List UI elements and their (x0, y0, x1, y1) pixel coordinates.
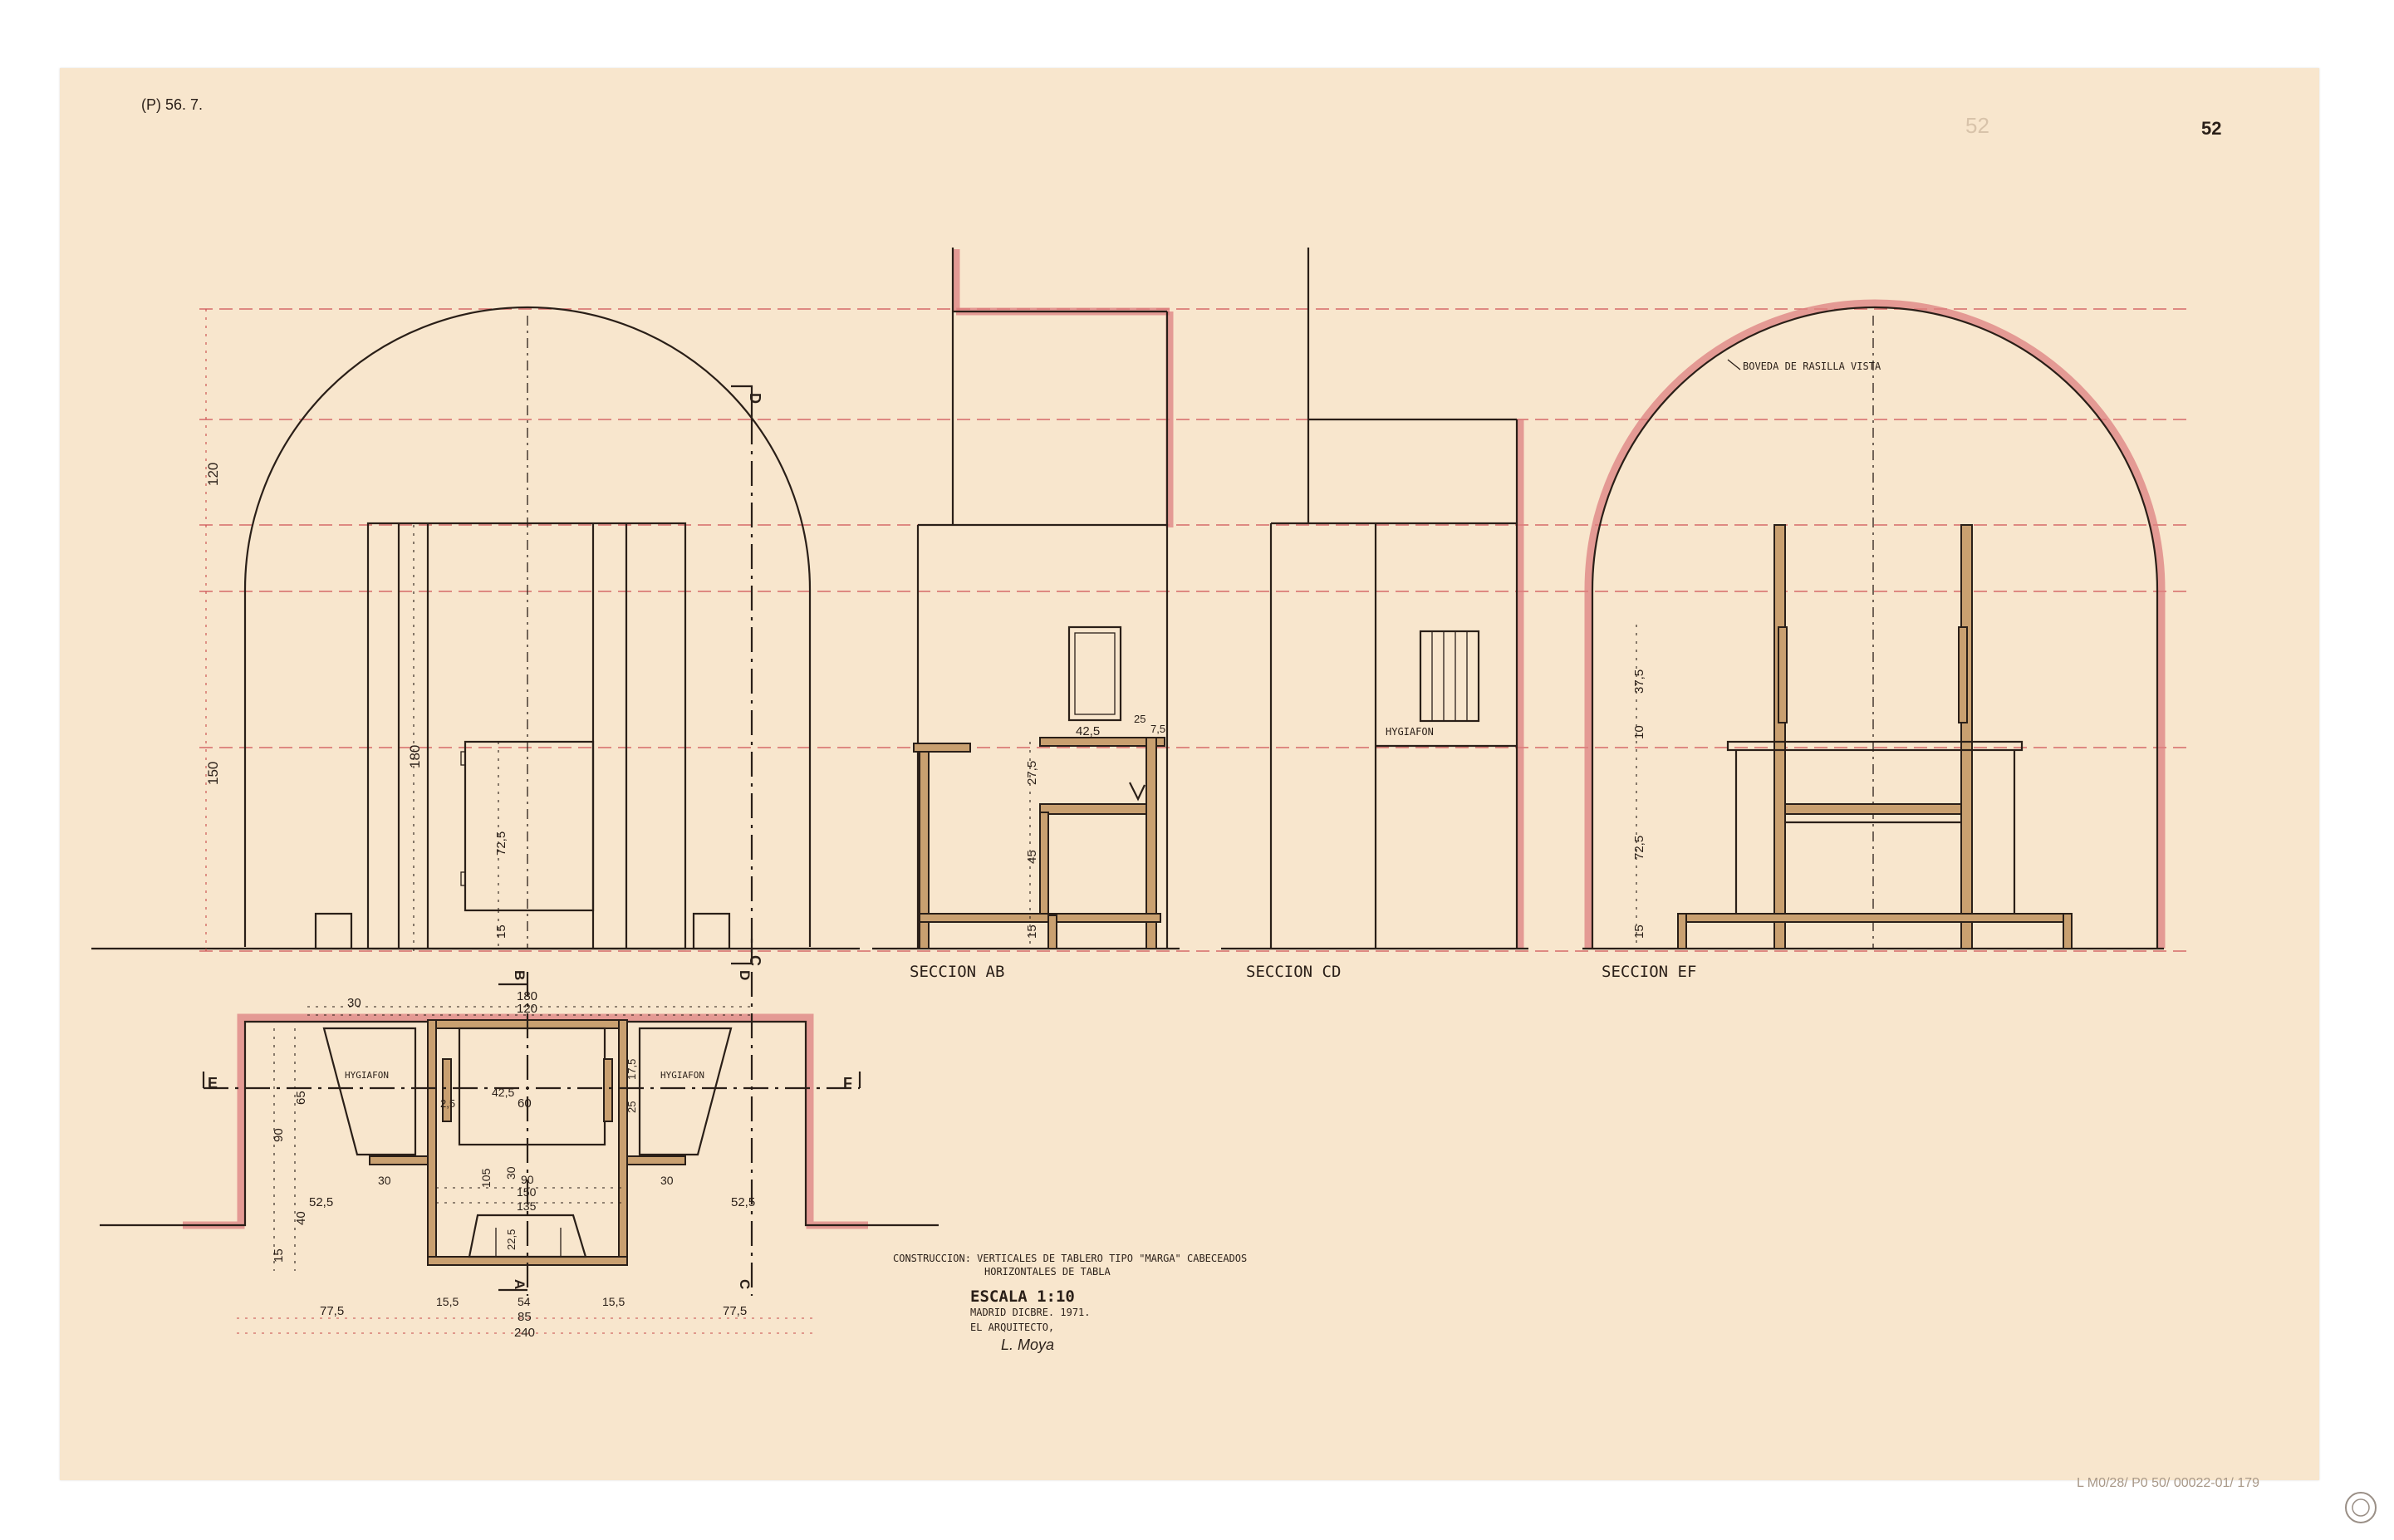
sheet-number: 52 (2201, 118, 2221, 139)
svg-text:77,5: 77,5 (723, 1304, 747, 1318)
svg-text:HYGIAFON: HYGIAFON (345, 1070, 389, 1081)
svg-text:27,5: 27,5 (1025, 761, 1039, 785)
svg-text:40: 40 (294, 1211, 308, 1225)
svg-text:150: 150 (517, 1185, 537, 1199)
svg-text:D: D (737, 970, 753, 980)
svg-text:120: 120 (205, 463, 221, 486)
archive-stamp: L M0/28/ P0 50/ 00022-01/ 179 (2077, 1476, 2259, 1490)
svg-text:180: 180 (517, 989, 537, 1003)
svg-text:42,5: 42,5 (1076, 724, 1100, 738)
construction-note-line1: CONSTRUCCION: VERTICALES DE TABLERO TIPO… (893, 1253, 1247, 1264)
svg-text:25: 25 (1134, 713, 1145, 725)
svg-text:37,5: 37,5 (1632, 669, 1646, 694)
architect-role: EL ARQUITECTO, (970, 1322, 1054, 1333)
svg-text:30: 30 (378, 1174, 391, 1187)
svg-text:45: 45 (1025, 850, 1039, 864)
svg-text:150: 150 (205, 762, 221, 785)
floor-plan: 30 180 120 65 90 60 42,5 2,5 17,5 25 105… (100, 970, 939, 1340)
section-ab-title: SECCION AB (910, 963, 1004, 981)
svg-text:72,5: 72,5 (1632, 836, 1646, 860)
pencil-note: (P) 56. 7. (141, 96, 203, 113)
svg-text:BOVEDA DE RASILLA VISTA: BOVEDA DE RASILLA VISTA (1743, 360, 1881, 372)
svg-text:B: B (512, 970, 527, 980)
section-ef: BOVEDA DE RASILLA VISTA 37,5 10 72,5 15 … (1582, 299, 2166, 981)
title-block: CONSTRUCCION: VERTICALES DE TABLERO TIPO… (893, 1253, 1247, 1353)
svg-text:15: 15 (1632, 924, 1646, 939)
archive-seal (2345, 1492, 2377, 1523)
svg-text:15: 15 (272, 1248, 286, 1263)
svg-text:180: 180 (407, 745, 423, 768)
svg-text:60: 60 (518, 1096, 532, 1111)
svg-text:240: 240 (514, 1326, 535, 1340)
section-cd-title: SECCION CD (1246, 963, 1341, 981)
svg-text:15: 15 (494, 924, 508, 939)
svg-text:15,5: 15,5 (602, 1295, 625, 1308)
svg-text:135: 135 (517, 1199, 537, 1213)
scale-label: ESCALA 1:10 (970, 1287, 1075, 1306)
svg-text:90: 90 (272, 1128, 286, 1142)
svg-text:90: 90 (521, 1173, 534, 1186)
svg-text:25: 25 (625, 1101, 638, 1113)
svg-text:52,5: 52,5 (731, 1195, 755, 1209)
architect-signature: L. Moya (1001, 1336, 1054, 1353)
svg-text:65: 65 (294, 1091, 308, 1105)
svg-text:D: D (747, 393, 763, 404)
svg-text:15,5: 15,5 (436, 1295, 459, 1308)
section-ab: 42,5 25 7,5 27,5 45 15 SECCION AB (872, 248, 1180, 981)
place-date: MADRID DICBRE. 1971. (970, 1307, 1091, 1318)
svg-text:85: 85 (518, 1310, 532, 1324)
svg-text:F: F (843, 1075, 852, 1091)
svg-text:15: 15 (1025, 924, 1039, 939)
svg-text:17,5: 17,5 (625, 1059, 638, 1080)
svg-text:7,5: 7,5 (1150, 723, 1165, 735)
svg-text:22,5: 22,5 (505, 1229, 518, 1250)
svg-text:72,5: 72,5 (494, 831, 508, 856)
construction-note-line2: HORIZONTALES DE TABLA (984, 1266, 1111, 1278)
svg-text:52,5: 52,5 (309, 1195, 333, 1209)
svg-text:10: 10 (1632, 725, 1646, 739)
svg-text:C: C (737, 1279, 753, 1289)
svg-text:HYGIAFON: HYGIAFON (1386, 726, 1434, 738)
svg-text:HYGIAFON: HYGIAFON (660, 1070, 704, 1081)
svg-text:77,5: 77,5 (320, 1304, 344, 1318)
faint-sheet-number: 52 (1965, 113, 1989, 138)
svg-text:A: A (512, 1279, 527, 1289)
svg-text:120: 120 (517, 1002, 537, 1016)
svg-text:C: C (747, 955, 763, 966)
svg-text:E: E (208, 1075, 218, 1091)
section-ef-title: SECCION EF (1602, 963, 1696, 981)
svg-text:30: 30 (504, 1166, 518, 1180)
svg-text:105: 105 (479, 1168, 493, 1188)
front-elevation: 120 150 180 72,5 15 D C (91, 306, 860, 966)
svg-text:30: 30 (347, 996, 361, 1010)
svg-text:2,5: 2,5 (440, 1097, 455, 1110)
section-cd: HYGIAFON SECCION CD (1221, 248, 1528, 981)
svg-text:30: 30 (660, 1174, 674, 1187)
svg-text:54: 54 (518, 1295, 531, 1308)
svg-text:42,5: 42,5 (492, 1086, 514, 1099)
level-reference-lines (199, 308, 2193, 952)
